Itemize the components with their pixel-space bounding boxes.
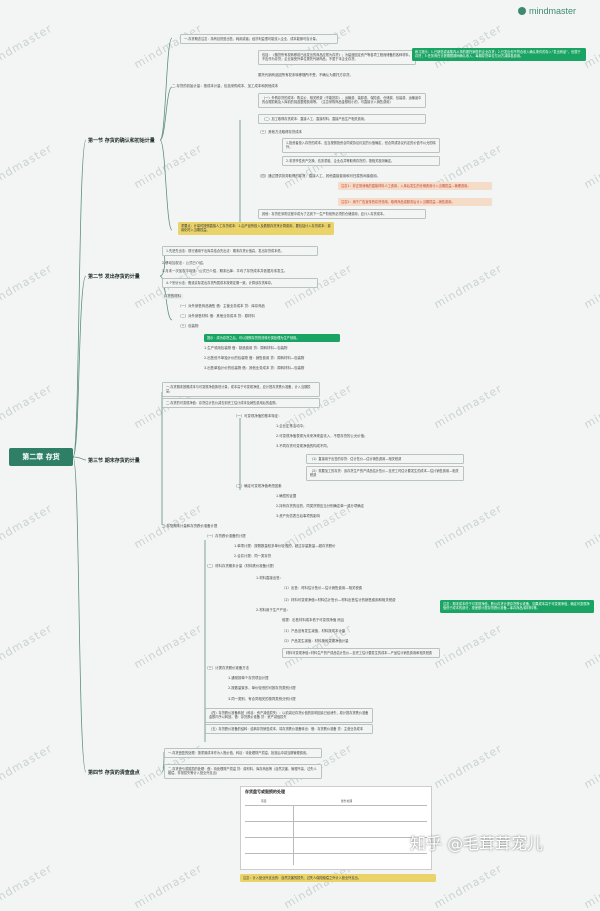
s2-fifo[interactable]: 1.先进先出法：现行通用于出库并结合先出法：期末存货价值高，发出存货成本低。 <box>162 246 318 257</box>
s4-surplus[interactable]: 一.存货盘盈的处理：按重置成本作为入账价值，科目：待处理财产损溢，批准后冲减当期… <box>164 748 322 759</box>
s2-pack-3[interactable]: 3.出售单独计价的包装物 借：其他业务成本 贷：周转材料—包装物 <box>204 366 305 370</box>
s1-note-2[interactable]: 注意2：用于广告宣传的存货领用，取得商品或服务后计入当期损益—销售费用。 <box>338 198 492 207</box>
s3-method-1[interactable]: 1.通常按单个存货项目计提 <box>228 676 269 680</box>
s2-pack-1[interactable]: 1.生产领用包装物 借：制造费用 贷：周转材料—包装物 <box>204 346 288 350</box>
s2-goods[interactable]: （一）对外销售商品销售 借：主营业务成本 贷：库存商品 <box>178 304 265 308</box>
s3-principle[interactable]: 一.存货期末按照成本与可变现净值孰低计量，成本高于可变现净值，应计提存货跌价准备… <box>162 382 320 397</box>
s3-dm-2[interactable]: （2）材料可变现净值=材料估计售价—材料出售估计的销售费用和相关税费 <box>282 598 396 602</box>
s2-monthly[interactable]: 3.月末一次加权平均法：公式已介绍，期末出库：平均了存货成本并依据月末发生。 <box>162 269 288 273</box>
section-node-4[interactable]: 第四节 存货的清查盘点 <box>88 770 140 776</box>
table-head-entry: 账务处理 <box>341 799 353 803</box>
s4-loss[interactable]: 二.存货盘亏或毁损的处理：借：待处理财产损溢 贷：原材料、库存商品等（自然灾害、… <box>164 764 322 779</box>
section-node-2[interactable]: 第二节 发出存货的计量 <box>88 274 140 280</box>
s1-service[interactable]: （四）通过提供劳务取得的存货：直接人工、其他直接费用和可归属的间接费用。 <box>258 174 381 178</box>
s1-include[interactable]: 包括：《随货所有权转移前已经发出的商品应视为存货》；为建造固定资产等各项工程而储… <box>258 50 416 65</box>
s1-note-1[interactable]: 注意1：非正常消耗的直接材料人工费用，入库后发生的仓储费用计入当期损益—管理费用… <box>338 182 492 191</box>
root-node[interactable]: 第二章 存货 <box>9 448 73 466</box>
table-head-item: 项目 <box>261 799 267 803</box>
s2-pack-2[interactable]: 2.出售但不单独计价的包装物 借：销售费用 贷：周转材料—包装物 <box>204 356 305 360</box>
s3-reversal[interactable]: （四）存货跌价准备转回（科目：资产减值损失）：以前减记存货价值的影响因素已经消失… <box>205 708 373 723</box>
s3-needs-process[interactable]: （2）需要加工的存货：该存货生产的产成品估计售价—至完工时估计要发生的成本—估计… <box>306 466 464 481</box>
mindmaster-logo: mindmaster <box>518 6 576 16</box>
s3-material-measure[interactable]: （二）材料存货期末计量（材料跌价准备计提） <box>205 564 277 568</box>
s1-storage[interactable]: 其他：存货在采购过程中成为了达到下一生产阶段所必须的仓储费用，应计入存货成本。 <box>258 209 426 220</box>
s3-premise[interactable]: 前提：出售材料成本低于可变现净值 而且 <box>282 618 345 622</box>
s3-single[interactable]: 1.单项计提：按照数量较多单价较低的，超过存量数量—超存货跌价 <box>234 544 336 548</box>
s2-material-label[interactable]: 存货的材料 <box>162 294 183 299</box>
s3-direct-sale[interactable]: （1）直接用于出售的存货：估计售价—估计销售费用—相关税费 <box>306 454 464 465</box>
s1-purchase[interactable]: （一）外购存货的成本：购买价、相关税费（不能抵扣）、运输费、装卸费、保险费、仓储… <box>258 93 426 108</box>
s3-method-3[interactable]: 3.同一类别，有合同相关的按同类别分别计提 <box>228 697 296 701</box>
zhihu-watermark: 知乎 @毛茸茸宠儿 <box>410 834 544 853</box>
section-node-1[interactable]: 第一节 存货的确认和初始计量 <box>88 138 155 144</box>
s1-other-methods[interactable]: （三）其他方法取得存货成本 <box>258 130 303 134</box>
s3-material-nrv[interactable]: 材料可变现净值=材料生产的产成品估计售价—至完工估计要发生的成本—产品估计销售费… <box>282 648 440 659</box>
s3-provision[interactable]: 三.存货期末计量和存货跌价准备计提 <box>162 524 218 528</box>
s3-methods[interactable]: （三）计提存货跌价准备方法 <box>205 666 250 670</box>
s3-feature-2[interactable]: 2.可变现净值表现为未来净现金流入，不是存货的公允价值； <box>276 434 368 438</box>
s2-material[interactable]: （二）对外销售材料 借：其他业务成本 贷：原材料 <box>178 314 255 318</box>
s1-tip[interactable]: 练习提示：1.已销售或者集内从事的委托销售的企业存货；2.已发出但不符合收入确认… <box>412 48 586 61</box>
s3-provision-1[interactable]: （一）存货跌价准备的计提 <box>205 534 246 538</box>
s4-loss-table: 存货盘亏或毁损的处理 项目 账务处理 <box>240 786 432 870</box>
s1-initial[interactable]: 二.存货的初始计量：按成本计量，包括采购成本、加工成本和其他成本 <box>172 84 279 88</box>
s3-merged[interactable]: 2.合并计提：同一类存货 <box>234 554 272 558</box>
s3-direct-material[interactable]: 1.材料直接出售： <box>256 576 283 580</box>
s3-note[interactable]: 注意：期末成本低于可变现净值，跌价存货计提存货跌价准备，如果成本高于可变现净值，… <box>440 600 594 613</box>
brand-name: mindmaster <box>529 6 577 16</box>
s2-specific[interactable]: 4.个别计价法：假设实际发出存货所属成本按规定期一致，计算该存货库存。 <box>162 278 318 289</box>
s1-consign[interactable]: 委托代销商品因所有权未转移随所不受，不确认为委托方存货。 <box>258 73 353 77</box>
s3-impair[interactable]: （2）产品发生减值：材料按可变现净值计量 <box>282 639 349 643</box>
s3-feature-3[interactable]: 3.不同存货可变现净值的构成不同。 <box>276 444 331 448</box>
s3-nrv-definition[interactable]: 二.存货的可变现净值：存货估计售价减去到完工估计成本及销售费用后的金额。 <box>162 398 320 409</box>
s1-investor[interactable]: 1.投资者投入存货的成本，应当按照投资合同或协议约定的价值确定，但合同或协议约定… <box>282 138 440 153</box>
s3-factor-1[interactable]: 1.确凿的证据 <box>276 494 297 498</box>
s1-key-point[interactable]: 重要点：计量时按照直接人工存货成本：1.由产品所投入及数额存货来计算费用，要包括… <box>178 222 334 235</box>
s3-factor-2[interactable]: 2.持有存货的目的，同类货物应当分别确定单一或分项确定 <box>276 504 364 508</box>
s2-packaging[interactable]: （三）包装物 <box>178 324 199 328</box>
s3-transfer[interactable]: （五）存货跌价准备的结转：结转存货销售成本，将存货跌价准备转出：借：存货跌价准备… <box>205 724 373 735</box>
s3-factor-3[interactable]: 3.资产负债表日后事项的影响 <box>276 514 320 518</box>
s3-dm-1[interactable]: （1）出售：材料估计售价—估计销售费用—相关税费 <box>282 586 363 590</box>
s3-feature-1[interactable]: 1.企业正常活动中； <box>276 424 307 428</box>
s2-hint[interactable]: 提示：成为存货之后，可以按照存货的流转分类处理为生产领用。 <box>204 334 340 343</box>
s3-method-2[interactable]: 2.按数量繁多、单价较低的可按存货类别计提 <box>228 686 296 690</box>
s3-factors[interactable]: （二）确定可变现净值考虑因素 <box>234 484 282 488</box>
table-title: 存货盘亏或毁损的处理 <box>245 789 285 794</box>
s3-features[interactable]: （一）可变现净值的基本特征： <box>234 414 282 418</box>
s1-exchange[interactable]: 2.非货币性资产交换、债务重组、企业合并等取得存货的，按相关准则确定。 <box>282 156 440 167</box>
s3-production[interactable]: 2.材料用于生产产品： <box>256 608 290 612</box>
section-node-3[interactable]: 第三节 期末存货的计量 <box>88 458 140 464</box>
mindmaster-logo-icon <box>518 7 526 15</box>
s1-concept[interactable]: 一.存货概念注意：持有目的是出售、耗用或者；经济利益很可能流入企业、成本能够可靠… <box>180 34 338 45</box>
s4-note[interactable]: 注意：计入营业外支出的：自然灾害的损失、过失人保险赔偿之外计入营业外支出。 <box>240 874 436 883</box>
s3-no-impair[interactable]: （1）产品没有发生减值，材料按成本计量 <box>282 629 346 633</box>
s1-process[interactable]: （二）加工取得存货成本：直接人工、直接材料、直接产品生产相关费用。 <box>258 114 426 125</box>
s2-moving[interactable]: 2.移动加权法：公式已介绍。 <box>162 261 206 265</box>
